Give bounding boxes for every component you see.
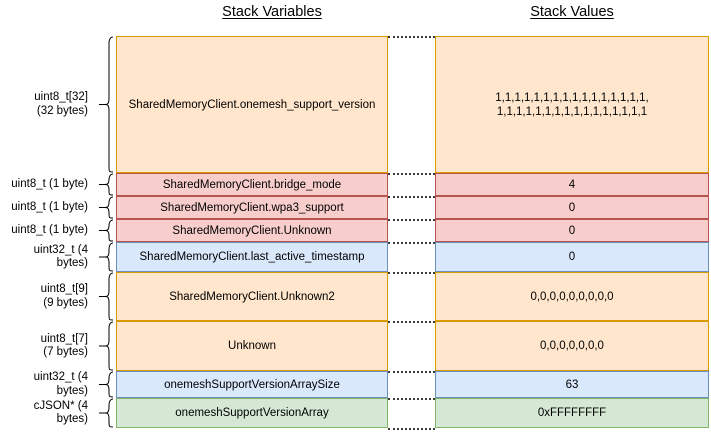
row-brace-icon [98,371,114,398]
row-type-name: uint32_t (4 bytes) [33,243,88,270]
row-type-label: uint8_t[32](32 bytes) [0,36,88,173]
stack-variable-cell[interactable]: SharedMemoryClient.wpa3_support [116,196,388,219]
row-type-label: uint8_t (1 byte) [0,219,88,242]
row-brace-icon [98,36,114,173]
stack-value-cell[interactable]: 0 [435,219,709,242]
row-type-name: uint32_t (4 bytes) [33,371,88,397]
row-brace-icon [98,321,114,371]
stack-variable-cell[interactable]: SharedMemoryClient.last_active_timestamp [116,242,388,272]
row-type-name: uint8_t[7] [40,332,88,345]
row-separator-dots [388,196,435,199]
stack-variable-cell[interactable]: Unknown [116,321,388,371]
row-separator-dots [388,321,435,324]
row-type-size: (9 bytes) [43,296,88,309]
row-brace-icon [98,196,114,219]
row-separator-dots [388,371,435,374]
row-type-label: uint8_t (1 byte) [0,173,88,196]
row-type-label: uint32_t (4 bytes) [0,242,88,272]
row-type-label: uint32_t (4 bytes) [0,371,88,398]
row-type-label: uint8_t (1 byte) [0,196,88,219]
stack-variable-cell[interactable]: SharedMemoryClient.Unknown [116,219,388,242]
row-separator-dots [388,428,435,431]
row-type-label: uint8_t[7](7 bytes) [0,321,88,371]
stack-variable-cell[interactable]: SharedMemoryClient.Unknown2 [116,272,388,321]
row-type-name: uint8_t (1 byte) [11,223,88,236]
row-separator-dots [388,173,435,176]
stack-value-cell[interactable]: 0 [435,196,709,219]
row-separator-dots [388,398,435,401]
stack-variable-cell[interactable]: SharedMemoryClient.bridge_mode [116,173,388,196]
row-type-size: (7 bytes) [43,346,88,358]
row-type-label: uint8_t[9](9 bytes) [0,272,88,321]
stack-value-cell[interactable]: 0,0,0,0,0,0,0 [435,321,709,371]
row-separator-dots [388,242,435,245]
column-header-stack-values: Stack Values [530,4,614,20]
row-type-name: uint8_t[32] [34,91,88,103]
row-brace-icon [98,242,114,272]
column-header-stack-variables: Stack Variables [222,4,322,20]
row-type-name: uint8_t[9] [40,283,88,295]
row-separator-dots [388,36,435,39]
row-type-name: cJSON* (4 bytes) [33,399,88,426]
row-brace-icon [98,219,114,242]
stack-variable-cell[interactable]: onemeshSupportVersionArray [116,398,388,428]
stack-value-cell[interactable]: 0xFFFFFFFF [435,398,709,428]
row-type-label: cJSON* (4 bytes) [0,398,88,428]
row-type-name: uint8_t (1 byte) [11,177,88,190]
row-separator-dots [388,219,435,222]
row-brace-icon [98,173,114,196]
stack-value-cell[interactable]: 63 [435,371,709,398]
row-brace-icon [98,272,114,321]
stack-variable-cell[interactable]: SharedMemoryClient.onemesh_support_versi… [116,36,388,173]
stack-value-cell[interactable]: 0 [435,242,709,272]
stack-value-cell[interactable]: 0,0,0,0,0,0,0,0,0 [435,272,709,321]
row-brace-icon [98,398,114,428]
stack-value-cell[interactable]: 4 [435,173,709,196]
row-separator-dots [388,272,435,275]
stack-value-cell[interactable]: 1,1,1,1,1,1,1,1,1,1,1,1,1,1,1,1, 1,1,1,1… [435,36,709,173]
row-type-name: uint8_t (1 byte) [11,200,88,213]
stack-variable-cell[interactable]: onemeshSupportVersionArraySize [116,371,388,398]
row-type-size: (32 bytes) [36,104,88,117]
